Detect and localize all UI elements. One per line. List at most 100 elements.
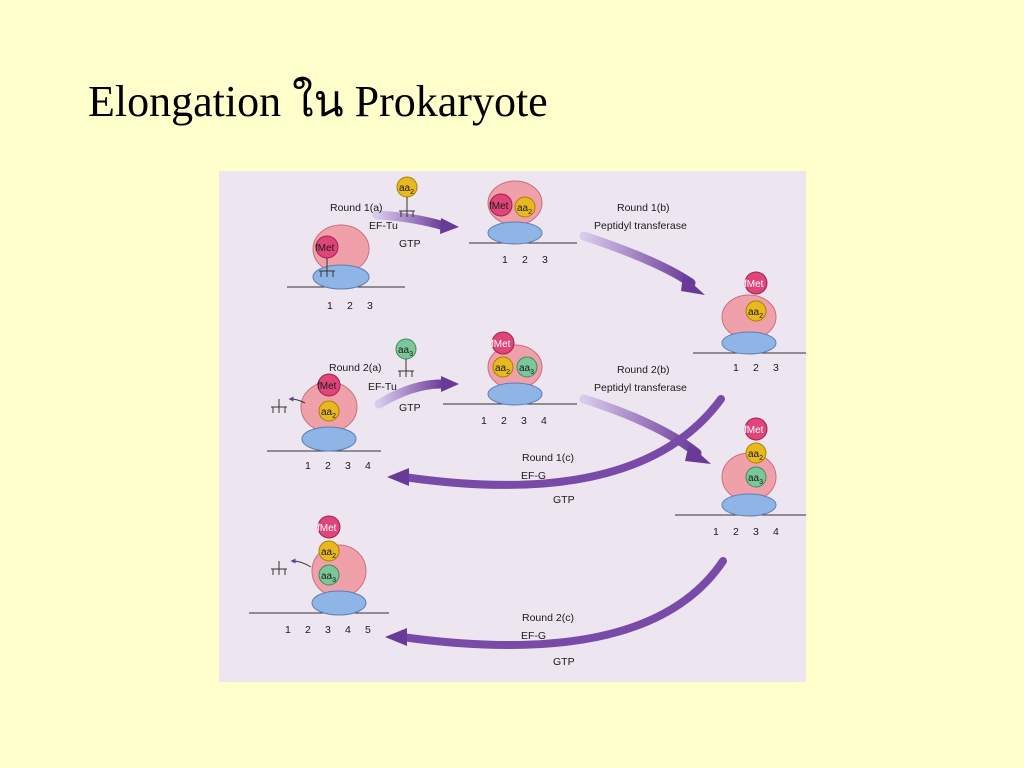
r2ar-aa2-label: aa xyxy=(495,363,507,374)
r1ar-codon-3: 3 xyxy=(542,254,548,266)
r2a-codon-3: 3 xyxy=(345,460,351,472)
svg-text:aa3: aa3 xyxy=(398,345,413,358)
label-r1c-energy: GTP xyxy=(553,494,575,506)
label-r2c-energy: GTP xyxy=(553,656,575,668)
arrow-r1a xyxy=(372,210,449,231)
slide-title: Elongation ใน Prokaryote xyxy=(88,77,548,126)
arrow-r2a-head xyxy=(441,376,459,392)
r1br-aa2-sub: 2 xyxy=(759,313,763,320)
r2br-aa2-sub: 2 xyxy=(759,455,763,462)
r2br-aa3-sub: 3 xyxy=(759,479,763,486)
svg-text:aa3: aa3 xyxy=(748,473,763,486)
arrow-r1a-head xyxy=(440,218,459,234)
r1br-codon-2: 2 xyxy=(753,362,759,374)
r1br-fmet-label: fMet xyxy=(744,279,764,290)
svg-text:aa2: aa2 xyxy=(748,307,763,320)
r1ar-aa2-sub: 2 xyxy=(528,209,532,216)
label-r1c-round: Round 1(c) xyxy=(522,452,574,464)
r1a-codon-1: 1 xyxy=(327,300,333,312)
r1ar-codon-1: 1 xyxy=(502,254,508,266)
arrow-r2c xyxy=(398,557,727,649)
r2cr-codon-4: 4 xyxy=(345,624,351,636)
r1ar-fmet-label: fMet xyxy=(489,201,509,212)
r2a-aa2-label: aa xyxy=(321,407,333,418)
r1a-aa2-sub: 2 xyxy=(410,189,414,196)
r2br-aa3-label: aa xyxy=(748,473,760,484)
r2a-codon-2: 2 xyxy=(325,460,331,472)
ribosome-r1a-result: fMet aa2 1 2 3 xyxy=(469,180,577,266)
elongation-diagram-svg: Round 1(a) EF-Tu GTP Round 1(b) Peptidyl… xyxy=(249,176,806,668)
r2ar-codon-1: 1 xyxy=(481,415,487,427)
r2cr-codon-2: 2 xyxy=(305,624,311,636)
ribosome-r2a-result: fMet aa2 aa3 1 2 3 4 xyxy=(443,331,577,427)
r2ar-aa2-sub: 2 xyxy=(506,369,510,376)
label-r2c-factor: EF-G xyxy=(521,630,546,642)
r2br-codon-3: 3 xyxy=(753,526,759,538)
arrow-r2b xyxy=(579,394,702,458)
r1ar-codon-2: 2 xyxy=(522,254,528,266)
svg-text:aa2: aa2 xyxy=(517,203,532,216)
r2br-codon-4: 4 xyxy=(773,526,779,538)
r1a-codon-3: 3 xyxy=(367,300,373,312)
r2cr-aa3-label: aa xyxy=(321,571,333,582)
r2a-codon-4: 4 xyxy=(365,460,371,472)
ribosome-r1a: fMet aa2 1 2 3 xyxy=(287,176,418,312)
r1br-codon-3: 3 xyxy=(773,362,779,374)
arrow-r2a xyxy=(374,379,449,409)
r2ar-codon-4: 4 xyxy=(541,415,547,427)
r1br-aa2-label: aa xyxy=(748,307,760,318)
arrow-r1b-head xyxy=(681,275,705,295)
r2cr-codon-3: 3 xyxy=(325,624,331,636)
label-r1a-factor: EF-Tu xyxy=(369,220,398,232)
r2cr-codon-1: 1 xyxy=(285,624,291,636)
r2br-aa2-label: aa xyxy=(748,449,760,460)
r2ar-fmet-label: fMet xyxy=(491,339,511,350)
label-r1b-enzyme: Peptidyl transferase xyxy=(594,220,687,232)
svg-text:aa2: aa2 xyxy=(399,183,414,196)
r2a-aa2-sub: 2 xyxy=(332,413,336,420)
label-r1b-round: Round 1(b) xyxy=(617,202,670,214)
r1a-codon-2: 2 xyxy=(347,300,353,312)
ribosome-r2a: fMet aa2 aa3 1 2 3 4 xyxy=(267,338,417,472)
label-r2a-energy: GTP xyxy=(399,402,421,414)
r2br-fmet-label: fMet xyxy=(744,425,764,436)
r2a-fmet-label: fMet xyxy=(317,381,337,392)
step-labels: Round 1(a) EF-Tu GTP Round 1(b) Peptidyl… xyxy=(329,202,687,668)
r2br-codon-2: 2 xyxy=(733,526,739,538)
label-r2b-round: Round 2(b) xyxy=(617,364,670,376)
arrow-r1b xyxy=(579,231,696,288)
r2cr-aa2-label: aa xyxy=(321,547,333,558)
r2cr-fmet-label: fMet xyxy=(317,523,337,534)
r1a-aa2-label: aa xyxy=(399,183,411,194)
r2cr-aa2-sub: 2 xyxy=(332,553,336,560)
r2cr-aa3-sub: 3 xyxy=(332,577,336,584)
r2ar-aa3-label: aa xyxy=(519,363,531,374)
svg-text:aa3: aa3 xyxy=(321,571,336,584)
elongation-diagram: Round 1(a) EF-Tu GTP Round 1(b) Peptidyl… xyxy=(219,171,806,682)
transition-arrows xyxy=(372,210,727,649)
ribosome-r2c-result: fMet aa2 aa3 1 2 3 4 5 xyxy=(249,515,389,636)
label-r2a-factor: EF-Tu xyxy=(368,381,397,393)
r2cr-codon-5: 5 xyxy=(365,624,371,636)
arrow-r2c-head xyxy=(385,628,407,646)
label-r1a-energy: GTP xyxy=(399,238,421,250)
r2ar-aa3-sub: 3 xyxy=(530,369,534,376)
label-r1c-factor: EF-G xyxy=(521,470,546,482)
svg-text:aa2: aa2 xyxy=(748,449,763,462)
r1a-fmet-label: fMet xyxy=(315,243,335,254)
svg-text:aa3: aa3 xyxy=(519,363,534,376)
arrow-r2b-head xyxy=(685,444,711,464)
label-r2c-round: Round 2(c) xyxy=(522,612,574,624)
ribosome-r2b-result: fMet aa2 aa3 1 2 3 4 xyxy=(675,417,806,538)
r2a-aa3-sub: 3 xyxy=(409,351,413,358)
arrow-r1c-head xyxy=(387,468,409,486)
label-r2a-round: Round 2(a) xyxy=(329,362,382,374)
svg-text:aa2: aa2 xyxy=(321,547,336,560)
r1br-codon-1: 1 xyxy=(733,362,739,374)
r2a-codon-1: 1 xyxy=(305,460,311,472)
r2ar-codon-3: 3 xyxy=(521,415,527,427)
label-r1a-round: Round 1(a) xyxy=(330,202,383,214)
svg-text:aa2: aa2 xyxy=(321,407,336,420)
r2a-aa3-label: aa xyxy=(398,345,410,356)
r2ar-codon-2: 2 xyxy=(501,415,507,427)
